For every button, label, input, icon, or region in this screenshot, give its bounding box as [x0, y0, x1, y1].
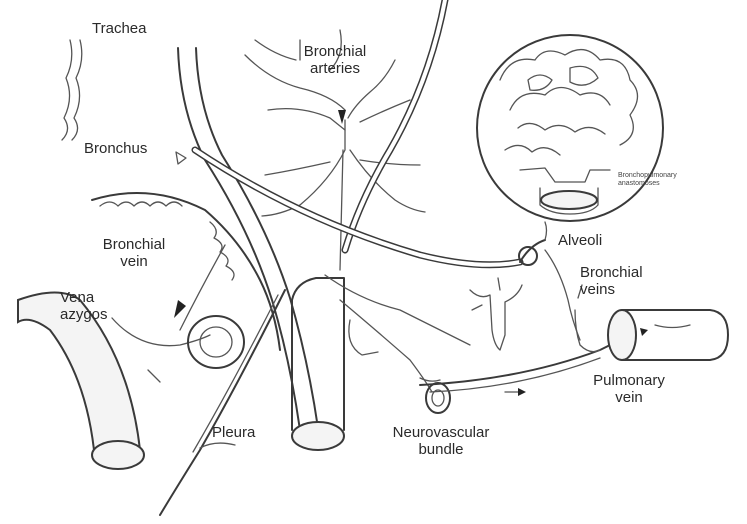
pulmonary-vein-label: Pulmonary vein: [584, 372, 674, 406]
bronchial-arteries-label-line1: Bronchial: [290, 43, 380, 60]
bronchus-tip: [176, 152, 186, 164]
bronchial-arteries-label: Bronchial arteries: [290, 43, 380, 77]
bronchial-vein-label: Bronchial vein: [94, 236, 174, 270]
pulmonary-vein-label-line2: vein: [584, 389, 674, 406]
pleura-line: [160, 290, 285, 515]
vena-azygos-label-line1: Vena: [60, 289, 108, 306]
arrow-icon: [640, 328, 648, 336]
bronchial-veins-label: Bronchial veins: [580, 264, 643, 298]
bronchial-arteries-label-line2: arteries: [290, 60, 380, 77]
bronchial-veins-label-line1: Bronchial: [580, 264, 643, 281]
bronchus-opening: [292, 422, 344, 450]
vena-azygos-drawing: [18, 293, 210, 470]
bronchopulmonary-label: Bronchopulmonary anastomoses: [618, 172, 677, 188]
bronchial-veins-label-line2: veins: [580, 281, 643, 298]
pulmonary-vein-drawing: [575, 310, 728, 360]
arrow-icon: [174, 300, 186, 318]
neurovascular-label-line2: bundle: [366, 441, 516, 458]
bronchopulmonary-label-line2: anastomoses: [618, 180, 677, 188]
diagonal-artery: [195, 0, 520, 265]
pleura-label: Pleura: [212, 424, 255, 441]
pulmonary-vein-label-line1: Pulmonary: [584, 372, 674, 389]
main-bronchus: [178, 48, 344, 450]
trachea-label: Trachea: [92, 20, 146, 37]
neurovascular-label-line1: Neurovascular: [366, 424, 516, 441]
trachea-drawing: [62, 40, 82, 140]
vena-azygos-label-line2: azygos: [60, 306, 108, 323]
neurovascular-bundle-label: Neurovascular bundle: [366, 424, 516, 458]
vena-azygos-label: Vena azygos: [60, 289, 108, 323]
bronchus-label: Bronchus: [84, 140, 147, 157]
arrow-icon: [518, 388, 526, 396]
neurovascular-bundle-drawing: [325, 275, 470, 413]
alveoli-magnified: [477, 35, 663, 221]
bronchopulmonary-label-line1: Bronchopulmonary: [618, 172, 677, 180]
bronchial-vein-label-line2: vein: [94, 253, 174, 270]
bronchial-vein-label-line1: Bronchial: [94, 236, 174, 253]
bronchiole-branch: [470, 278, 522, 350]
alveoli-label: Alveoli: [558, 232, 602, 249]
